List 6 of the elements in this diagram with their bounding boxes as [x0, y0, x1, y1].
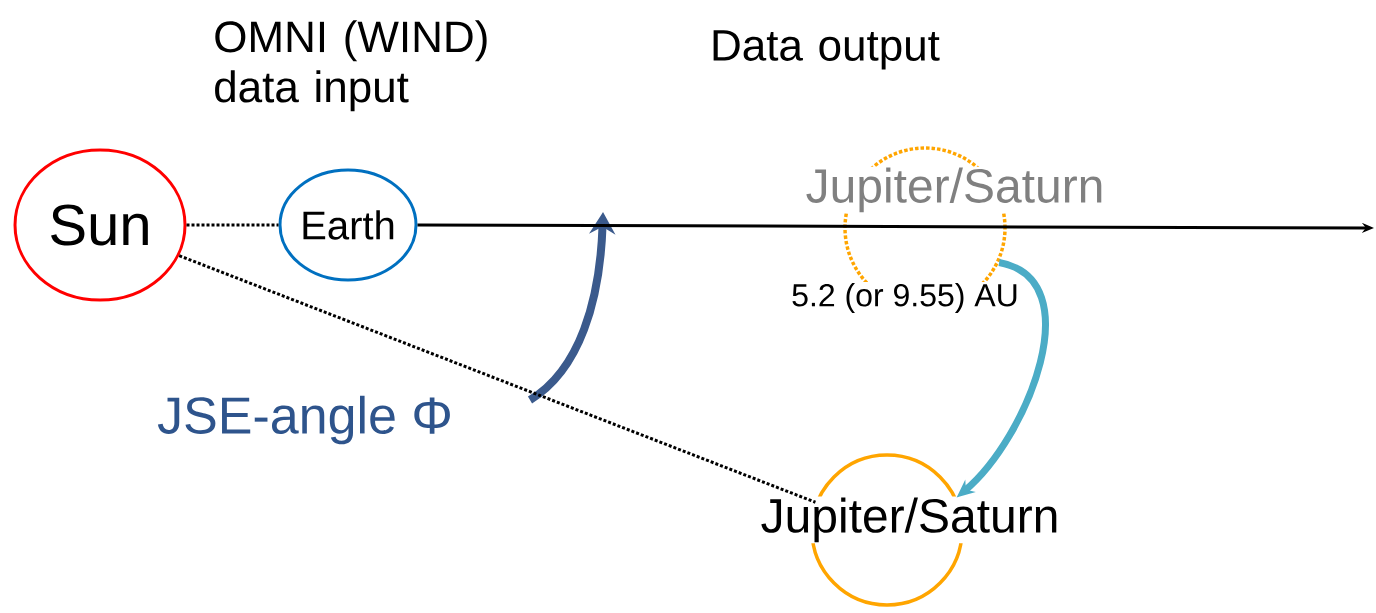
heading-text: OMNI (WIND) data input — [215, 20, 487, 112]
heading-text: Data output — [713, 30, 940, 70]
connector-line — [178, 254, 816, 504]
connector-line — [186, 223, 279, 227]
distance-label: 5.2 (or 9.55) AU — [790, 282, 1020, 314]
angle-label: JSE-angle Φ — [156, 394, 454, 446]
